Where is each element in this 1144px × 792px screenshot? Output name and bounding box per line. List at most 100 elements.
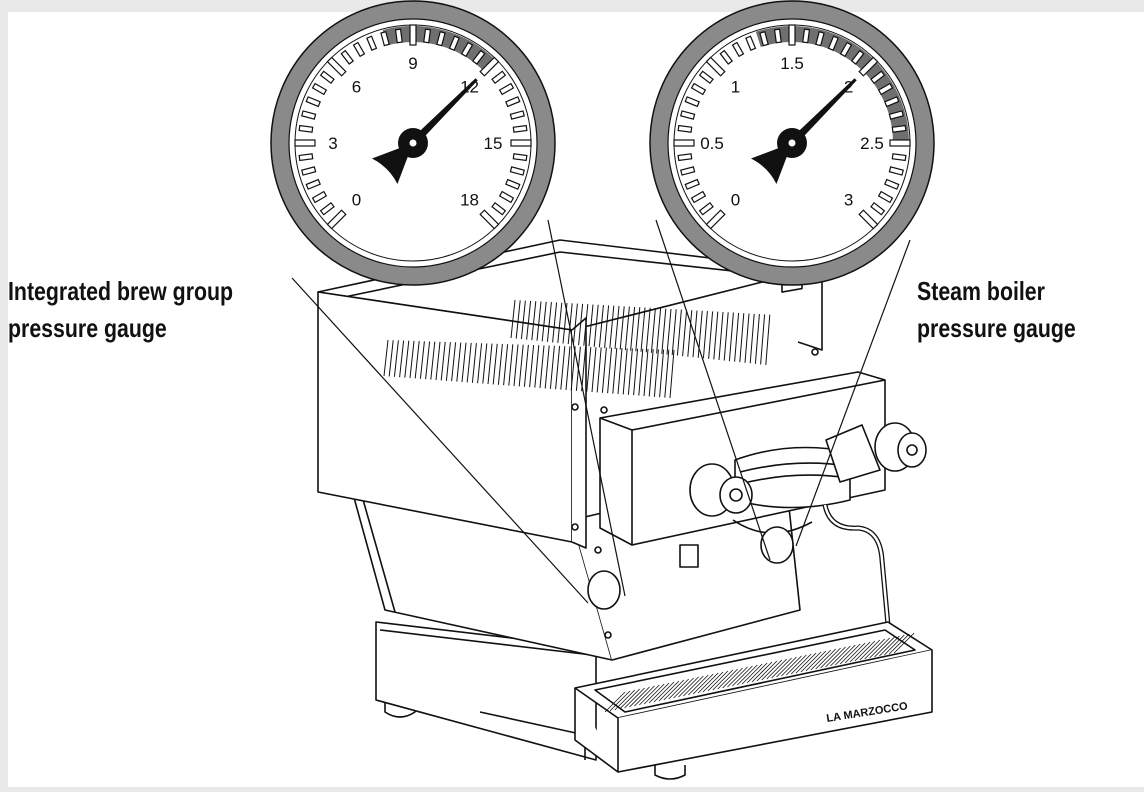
gauge-tick — [891, 153, 907, 162]
brew-callout-right — [547, 219, 626, 597]
gauge-tick — [294, 139, 316, 147]
gauge-tick — [698, 201, 714, 216]
drip-tray-front — [617, 650, 933, 773]
gauge-tick — [888, 166, 904, 176]
gauge-scale-label: 3 — [844, 191, 853, 210]
gauge-tick — [870, 201, 886, 216]
gauge-tick — [366, 35, 378, 51]
screw — [594, 546, 602, 554]
left-knob — [689, 463, 753, 517]
brew-pressure-gauge: 0369121518 — [270, 0, 556, 286]
housing-top-edge — [631, 379, 886, 431]
gauge-tick — [759, 31, 769, 47]
screw — [571, 403, 579, 411]
steam-gauge-caption-line1: Steam boiler — [917, 276, 1045, 306]
gauge-tick — [788, 24, 796, 46]
gauge-tick — [815, 31, 825, 47]
drip-grate — [594, 629, 916, 713]
gauge-tick — [888, 110, 904, 120]
gauge-scale-label: 1 — [731, 77, 740, 96]
gauge-tick — [684, 96, 700, 108]
gauge-tick — [731, 41, 745, 58]
drip-tray-side — [574, 688, 619, 773]
gauge-tick — [677, 124, 693, 133]
group-head — [734, 446, 851, 509]
screw — [600, 406, 608, 414]
gauge-scale-label: 0.5 — [700, 134, 724, 153]
gauge-tick — [409, 24, 417, 46]
block-edge — [571, 317, 587, 549]
gauge-tick — [380, 31, 390, 47]
gauge-tick — [352, 41, 366, 58]
gauge-tick — [311, 190, 328, 204]
brew-gauge-caption-line2: pressure gauge — [8, 313, 167, 343]
steam-callout-left — [655, 219, 771, 561]
gauge-tick — [690, 82, 707, 96]
gauge-tick — [505, 96, 521, 108]
front-foot — [654, 765, 686, 780]
gauge-tick — [326, 209, 347, 230]
screw — [604, 631, 612, 639]
outlet — [679, 544, 699, 568]
gauge-needle — [750, 78, 857, 185]
gauge-tick — [340, 49, 355, 65]
brew-gauge-caption-line1: Integrated brew group — [8, 276, 234, 306]
left-foot — [384, 702, 416, 718]
gauge-tick — [877, 82, 894, 96]
gauge-tick — [858, 209, 879, 230]
gauge-tick — [884, 178, 900, 190]
callout-lines — [291, 219, 911, 604]
brew-callout-left — [291, 277, 589, 604]
screw — [571, 523, 579, 531]
gauge-tick — [512, 124, 528, 133]
gauge-tick — [680, 166, 696, 176]
gauge-tick — [479, 56, 500, 77]
gauge-tick — [773, 28, 782, 44]
steam-callout-right — [795, 239, 911, 547]
gauge-tick — [326, 56, 347, 77]
gauge-scale-label: 0 — [352, 191, 361, 210]
gauge-tick — [305, 96, 321, 108]
brew-gauge-caption: Integrated brew group pressure gauge — [8, 273, 233, 347]
gauge-tick — [858, 56, 879, 77]
gauge-tick — [889, 139, 911, 147]
gauge-needle — [371, 78, 478, 185]
drip-grate-bars — [604, 632, 915, 713]
gauge-tick — [505, 178, 521, 190]
gauge-tick — [479, 209, 500, 230]
gauge-scale-label: 2.5 — [860, 134, 884, 153]
gauge-tick — [850, 49, 865, 65]
gauge-tick — [498, 82, 515, 96]
gauge-tick — [839, 41, 853, 58]
gauge-tick — [436, 31, 446, 47]
gauge-tick — [460, 41, 474, 58]
gauge-tick — [719, 49, 734, 65]
gauge-tick — [305, 178, 321, 190]
brew-gauge-mount — [587, 570, 621, 610]
gauge-tick — [301, 110, 317, 120]
gauge-tick — [802, 28, 811, 44]
steam-gauge-caption: Steam boiler pressure gauge — [917, 273, 1076, 347]
right-knob — [825, 422, 927, 483]
gauge-tick — [884, 96, 900, 108]
screw — [811, 348, 819, 356]
gauge-tick — [512, 153, 528, 162]
steam-gauge-mount — [760, 526, 794, 564]
steam-wand-inner — [823, 504, 890, 626]
gauge-tick — [510, 139, 532, 147]
gauge-tick — [690, 190, 707, 204]
gauge-tick — [301, 166, 317, 176]
gauge-tick — [509, 166, 525, 176]
gauge-scale-label: 6 — [352, 77, 361, 96]
gauge-scale-label: 15 — [484, 134, 503, 153]
gauge-scale-label: 1.5 — [780, 54, 804, 73]
gauge-tick — [448, 35, 460, 51]
gauge-tick — [891, 124, 907, 133]
gauge-tick — [673, 139, 695, 147]
gauge-tick — [298, 124, 314, 133]
gauge-tick — [491, 70, 507, 85]
base-line — [379, 629, 593, 656]
gauge-tick — [471, 49, 486, 65]
gauge-tick — [680, 110, 696, 120]
